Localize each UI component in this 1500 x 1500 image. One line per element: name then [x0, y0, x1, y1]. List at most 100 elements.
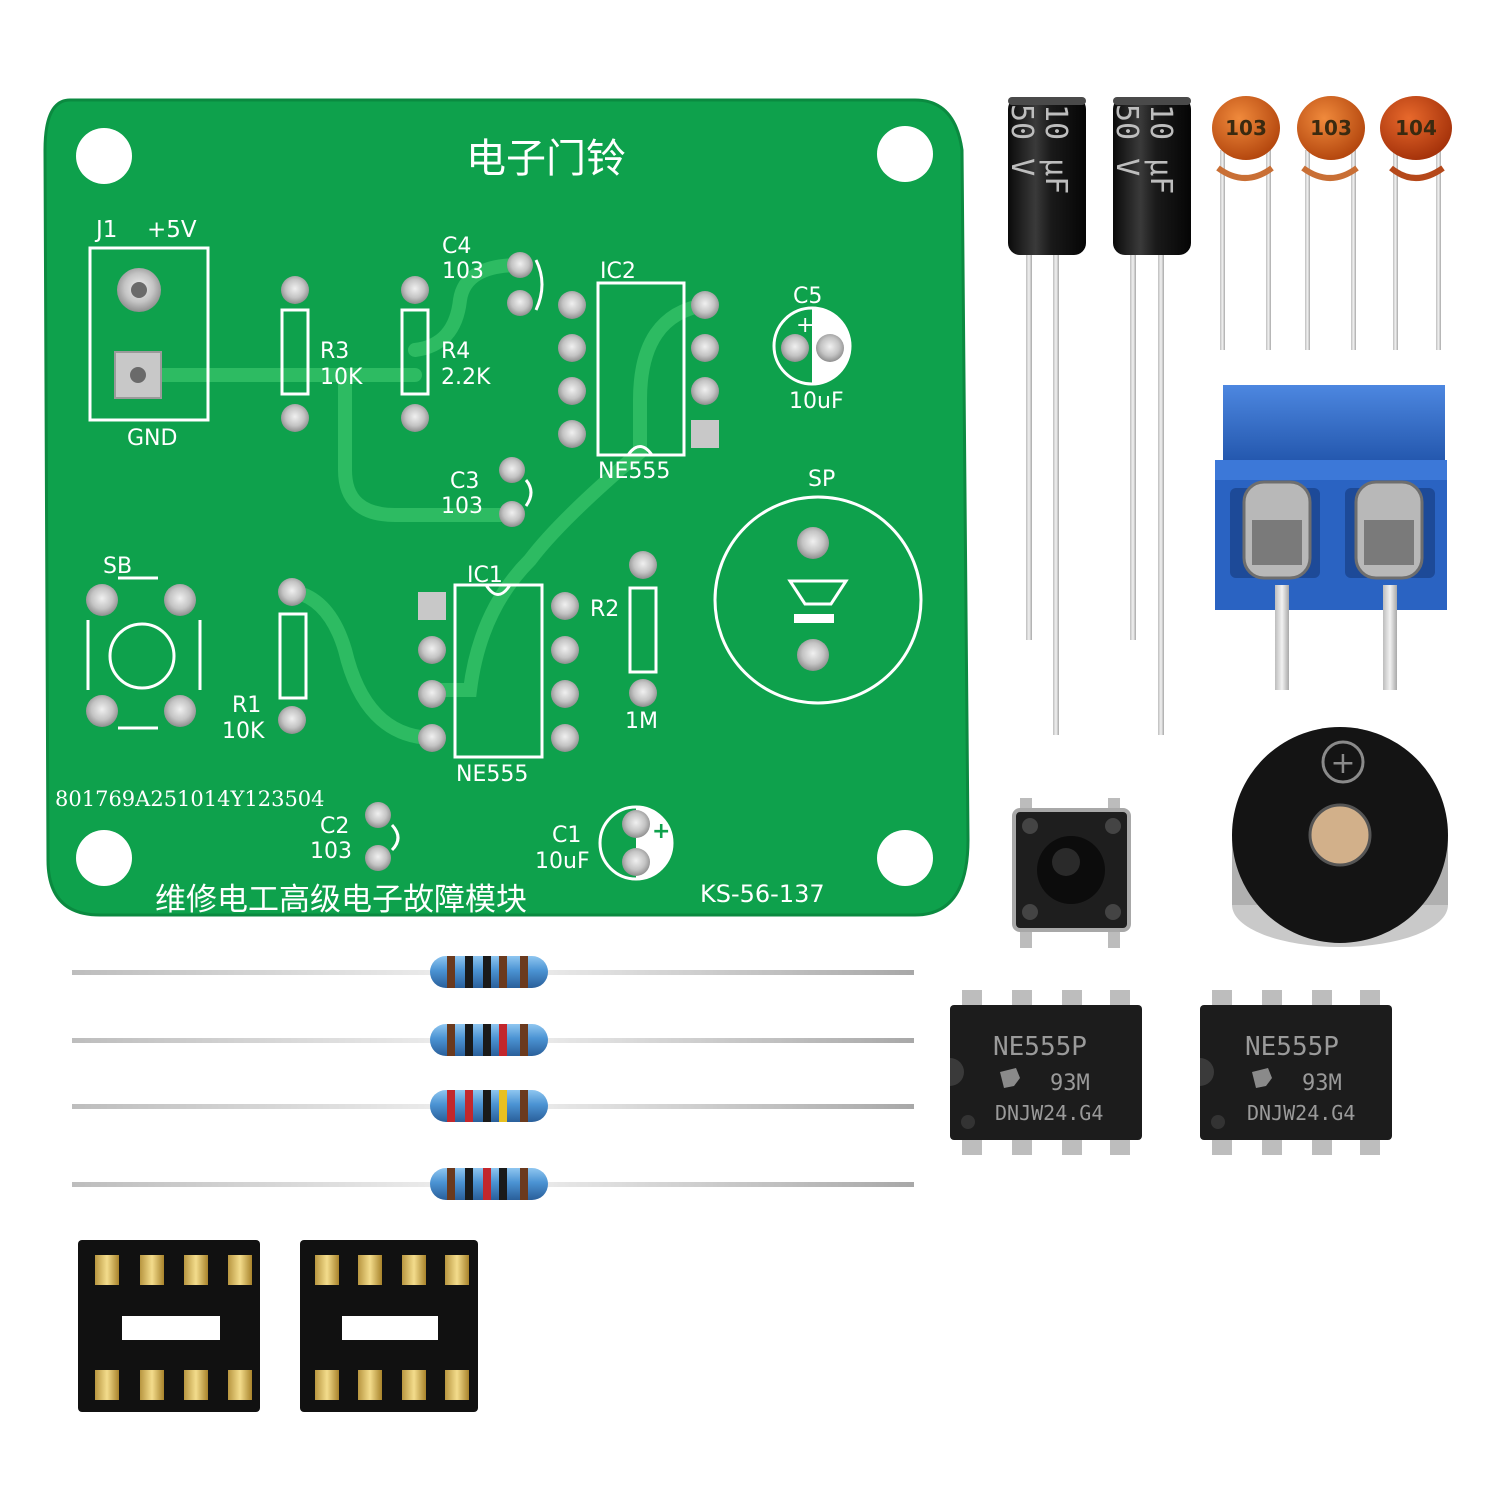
- pad: [86, 584, 118, 616]
- chip-date-code: DNJW24.G4: [995, 1101, 1103, 1125]
- pcb-title: 电子门铃: [466, 136, 626, 182]
- pad: [551, 680, 579, 708]
- pad: [558, 334, 586, 362]
- pad: [691, 377, 719, 405]
- pad: [629, 551, 657, 579]
- pad: [281, 404, 309, 432]
- ceramic-capacitor: 103: [1212, 96, 1280, 350]
- pad: [86, 695, 118, 727]
- ti-logo-icon: [1000, 1068, 1020, 1088]
- mount-hole: [877, 830, 933, 886]
- pad: [558, 377, 586, 405]
- pad: [629, 679, 657, 707]
- label-c5: C5: [793, 284, 822, 309]
- pad: [781, 334, 809, 362]
- cap-marking-top: 10 μF: [1143, 104, 1178, 194]
- pad: [507, 290, 533, 316]
- label-c4: C4: [442, 234, 471, 259]
- label-r3: R3: [320, 339, 349, 364]
- ic-socket: [78, 1240, 260, 1412]
- label-c2: C2: [320, 814, 349, 839]
- ti-logo-icon: [1252, 1068, 1272, 1088]
- pad: [691, 291, 719, 319]
- ic1-outline: [453, 583, 544, 759]
- pad: [558, 291, 586, 319]
- pad: [278, 578, 306, 606]
- c1-plus-mark: +: [652, 819, 670, 844]
- label-ic2: IC2: [600, 259, 636, 284]
- label-ic2-part: NE555: [598, 459, 670, 484]
- pcb-code: KS-56-137: [700, 880, 825, 908]
- chip-part-number: NE555P: [993, 1032, 1087, 1062]
- r2-outline: [628, 586, 658, 674]
- buzzer-plus-mark: +: [1330, 746, 1355, 781]
- r3-outline: [280, 308, 310, 396]
- pad: [164, 584, 196, 616]
- pad: [418, 680, 446, 708]
- r4-outline: [400, 308, 430, 396]
- push-button: [1012, 798, 1131, 948]
- label-r3-value: 10K: [320, 365, 363, 390]
- resistor: [72, 956, 914, 988]
- label-r2-value: 1M: [625, 709, 658, 734]
- resistor: [72, 1168, 914, 1200]
- c5-plus-mark: +: [796, 313, 814, 338]
- pad: [401, 276, 429, 304]
- chip-lot-code: 93M: [1050, 1071, 1090, 1096]
- pcb-board: +: [43, 98, 970, 918]
- pad: [401, 404, 429, 432]
- ceramic-code: 103: [1225, 116, 1267, 140]
- j1-outline: [88, 246, 210, 422]
- cap-marking-bottom: 50 V: [1109, 104, 1144, 176]
- buzzer-plus-icon: [1321, 740, 1365, 784]
- resistor: [72, 1024, 914, 1056]
- pad: [507, 252, 533, 278]
- label-c1: C1: [552, 823, 581, 848]
- cap-marking-bottom: 50 V: [1004, 104, 1039, 176]
- pad: [622, 810, 650, 838]
- pad: [797, 527, 829, 559]
- label-r2: R2: [590, 597, 619, 622]
- pcb-serial: 801769A251014Y123504: [55, 787, 325, 811]
- label-ic1: IC1: [467, 563, 503, 588]
- pad-square: [114, 351, 162, 399]
- r1-outline: [278, 612, 308, 700]
- screw-terminal: [1215, 385, 1447, 690]
- pad: [418, 724, 446, 752]
- pad: [558, 420, 586, 448]
- chip-part-number: NE555P: [1245, 1032, 1339, 1062]
- resistor: [72, 1090, 914, 1122]
- electrolytic-capacitor: 10 μF 50 V: [1109, 97, 1191, 735]
- label-c3: C3: [450, 469, 479, 494]
- pad: [418, 636, 446, 664]
- pad: [164, 695, 196, 727]
- label-r1-value: 10K: [222, 719, 265, 744]
- pad: [551, 724, 579, 752]
- mount-hole: [76, 830, 132, 886]
- pad: [551, 636, 579, 664]
- pad-square: [691, 420, 719, 448]
- cap-marking-top: 10 μF: [1038, 104, 1073, 194]
- pad: [499, 457, 525, 483]
- pad: [816, 334, 844, 362]
- sb-button-outline: [108, 622, 176, 690]
- ceramic-code: 104: [1395, 116, 1437, 140]
- ne555-chip: NE555P 93M DNJW24.G4: [950, 990, 1142, 1155]
- label-r4: R4: [441, 339, 470, 364]
- label-sb: SB: [103, 554, 132, 579]
- label-c5-value: 10uF: [789, 389, 844, 414]
- sp-outline: [713, 495, 923, 705]
- pad: [622, 848, 650, 876]
- ceramic-capacitor: 103: [1297, 96, 1365, 350]
- ceramic-capacitor: 104: [1380, 96, 1452, 350]
- label-c2-value: 103: [310, 839, 352, 864]
- chip-date-code: DNJW24.G4: [1247, 1101, 1355, 1125]
- label-c4-value: 103: [442, 259, 484, 284]
- ic2-outline: [596, 281, 686, 457]
- pad-square: [418, 592, 446, 620]
- label-gnd: GND: [127, 426, 177, 451]
- pad: [365, 802, 391, 828]
- label-sp: SP: [808, 467, 835, 492]
- label-c3-value: 103: [441, 494, 483, 519]
